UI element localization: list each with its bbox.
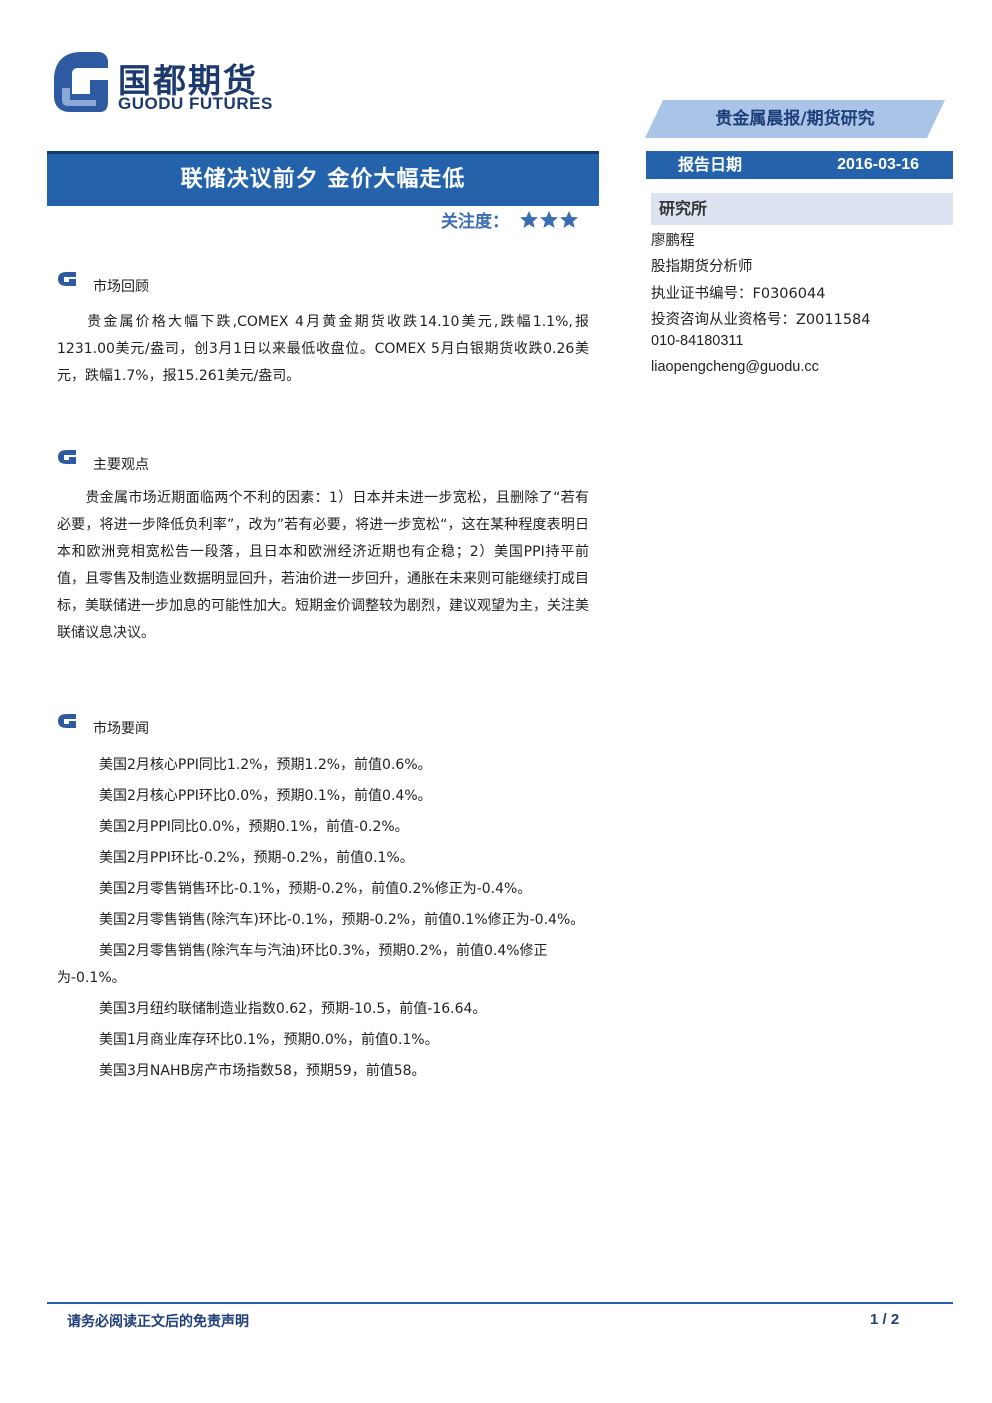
analyst-email[interactable]: liaopengcheng@guodu.cc [651, 359, 819, 375]
news-item: 美国2月PPI同比0.0%，预期0.1%，前值-0.2%。 [99, 819, 409, 835]
news-item: 美国3月纽约联储制造业指数0.62，预期-10.5，前值-16.64。 [99, 1001, 487, 1017]
section-title-review: 市场回顾 [93, 279, 149, 295]
analyst-name: 廖鹏程 [651, 233, 695, 249]
analyst-phone: 010-84180311 [651, 333, 744, 349]
analyst-consult-no: 投资咨询从业资格号：Z0011584 [651, 312, 871, 328]
news-item: 美国2月PPI环比-0.2%，预期-0.2%，前值0.1%。 [99, 850, 414, 866]
views-paragraph: 贵金属市场近期面临两个不利的因素：1）日本并未进一步宽松，且删除了“若有必要，将… [57, 485, 589, 647]
section-bullet-icon [58, 714, 76, 728]
star-icon [560, 211, 578, 228]
report-title-bar: 联储决议前夕 金价大幅走低 [47, 151, 599, 206]
attention-label: 关注度： [441, 212, 509, 232]
news-item: 美国3月NAHB房产市场指数58，预期59，前值58。 [99, 1063, 426, 1079]
logo-name-cn: 国都期货 [118, 61, 258, 100]
page-number: 1 / 2 [870, 1311, 900, 1328]
section-bullet-icon [58, 450, 76, 464]
star-icon [540, 211, 558, 228]
report-date-label: 报告日期 [678, 155, 743, 174]
footer-divider [47, 1302, 953, 1304]
report-title: 联储决议前夕 金价大幅走低 [180, 167, 466, 192]
news-item: 美国2月零售销售(除汽车)环比-0.1%，预期-0.2%，前值0.1%修正为-0… [99, 912, 585, 928]
news-list: 美国2月核心PPI同比1.2%，预期1.2%，前值0.6%。 美国2月核心PPI… [57, 752, 589, 1089]
section-title-views: 主要观点 [93, 457, 149, 473]
review-text: 贵金属价格大幅下跌,COMEX 4月黄金期货收跌14.10美元,跌幅1.1%,报… [57, 314, 589, 384]
news-item: 美国2月零售销售(除汽车与汽油)环比0.3%，预期0.2%，前值0.4%修正为-… [57, 943, 548, 986]
report-date-bar: 报告日期 2016-03-16 [646, 151, 953, 179]
logo-name-en: GUODU FUTURES [118, 94, 273, 113]
brand-logo: 国都期货 GUODU FUTURES [50, 50, 300, 120]
section-bullet-icon [58, 272, 76, 286]
institute-header: 研究所 [651, 193, 953, 225]
footer-disclaimer[interactable]: 请务必阅读正文后的免责声明 [67, 1314, 249, 1330]
views-text: 贵金属市场近期面临两个不利的因素：1）日本并未进一步宽松，且删除了“若有必要，将… [57, 490, 589, 641]
category-banner: 贵金属晨报/期货研究 [645, 100, 945, 138]
analyst-role: 股指期货分析师 [651, 259, 753, 275]
news-item: 美国2月核心PPI同比1.2%，预期1.2%，前值0.6%。 [99, 757, 432, 773]
news-item: 美国2月核心PPI环比0.0%，预期0.1%，前值0.4%。 [99, 788, 432, 804]
attention-stars [519, 210, 579, 234]
analyst-cert-no: 执业证书编号：F0306044 [651, 286, 826, 302]
section-title-news: 市场要闻 [93, 721, 149, 737]
review-paragraph: 贵金属价格大幅下跌,COMEX 4月黄金期货收跌14.10美元,跌幅1.1%,报… [57, 309, 589, 390]
news-item: 美国1月商业库存环比0.1%，预期0.0%，前值0.1%。 [99, 1032, 439, 1048]
category-text: 贵金属晨报/期货研究 [715, 109, 875, 129]
news-item: 美国2月零售销售环比-0.1%，预期-0.2%，前值0.2%修正为-0.4%。 [99, 881, 532, 897]
star-icon [520, 211, 538, 228]
logo-mark-icon [54, 52, 108, 112]
report-date-value: 2016-03-16 [837, 156, 919, 173]
institute-title: 研究所 [659, 199, 708, 218]
